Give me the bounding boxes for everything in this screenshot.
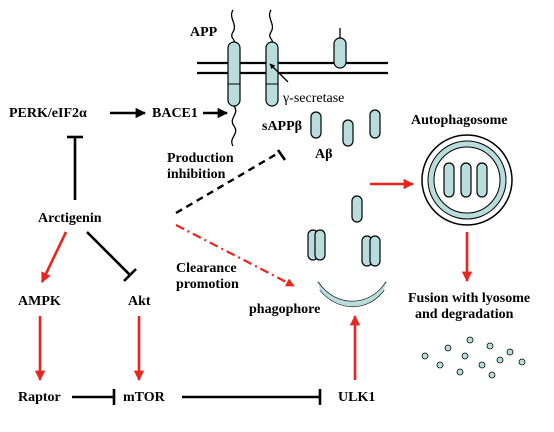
label-clearance: Clearance <box>176 261 237 276</box>
clearance-promotion-line <box>175 224 295 287</box>
app-protein-1 <box>227 9 241 147</box>
label-mtor: mTOR <box>123 390 166 405</box>
gamma-secretase-arrow <box>269 63 289 83</box>
pathway-connectors <box>34 63 473 405</box>
label-inhibition: inhibition <box>167 167 226 182</box>
label-perk: PERK/eIF2α <box>9 106 87 121</box>
autophagosome <box>421 134 513 226</box>
label-autophagosome: Autophagosome <box>411 113 507 128</box>
label-sappb: sAPPβ <box>262 119 302 134</box>
label-ampk: AMPK <box>18 294 61 309</box>
label-abeta: Aβ <box>315 147 333 162</box>
label-bace1: BACE1 <box>152 106 198 121</box>
label-fusion-line1: Fusion with lyosome <box>408 291 530 306</box>
label-production: Production <box>167 151 234 166</box>
cell-membrane <box>197 61 388 75</box>
abeta-fragments-top <box>310 109 381 147</box>
production-inhibition-line <box>175 150 281 215</box>
label-akt: Akt <box>128 294 151 309</box>
label-phagophore: phagophore <box>249 302 320 317</box>
abeta-aggregates <box>307 195 381 267</box>
label-fusion-line2: and degradation <box>415 307 514 322</box>
label-app: APP <box>190 25 218 40</box>
label-raptor: Raptor <box>18 390 61 405</box>
arctigenin-to-ampk-arrow <box>40 231 68 283</box>
label-gamma-secretase: γ-secretase <box>282 91 344 106</box>
app-protein-2 <box>265 9 279 107</box>
label-promotion: promotion <box>176 277 239 292</box>
label-ulk1: ULK1 <box>338 390 375 405</box>
label-arctigenin: Arctigenin <box>38 211 102 226</box>
arctigenin-inhibits-akt <box>86 231 131 276</box>
degraded-particles <box>421 336 526 379</box>
app-protein-3 <box>333 28 347 69</box>
